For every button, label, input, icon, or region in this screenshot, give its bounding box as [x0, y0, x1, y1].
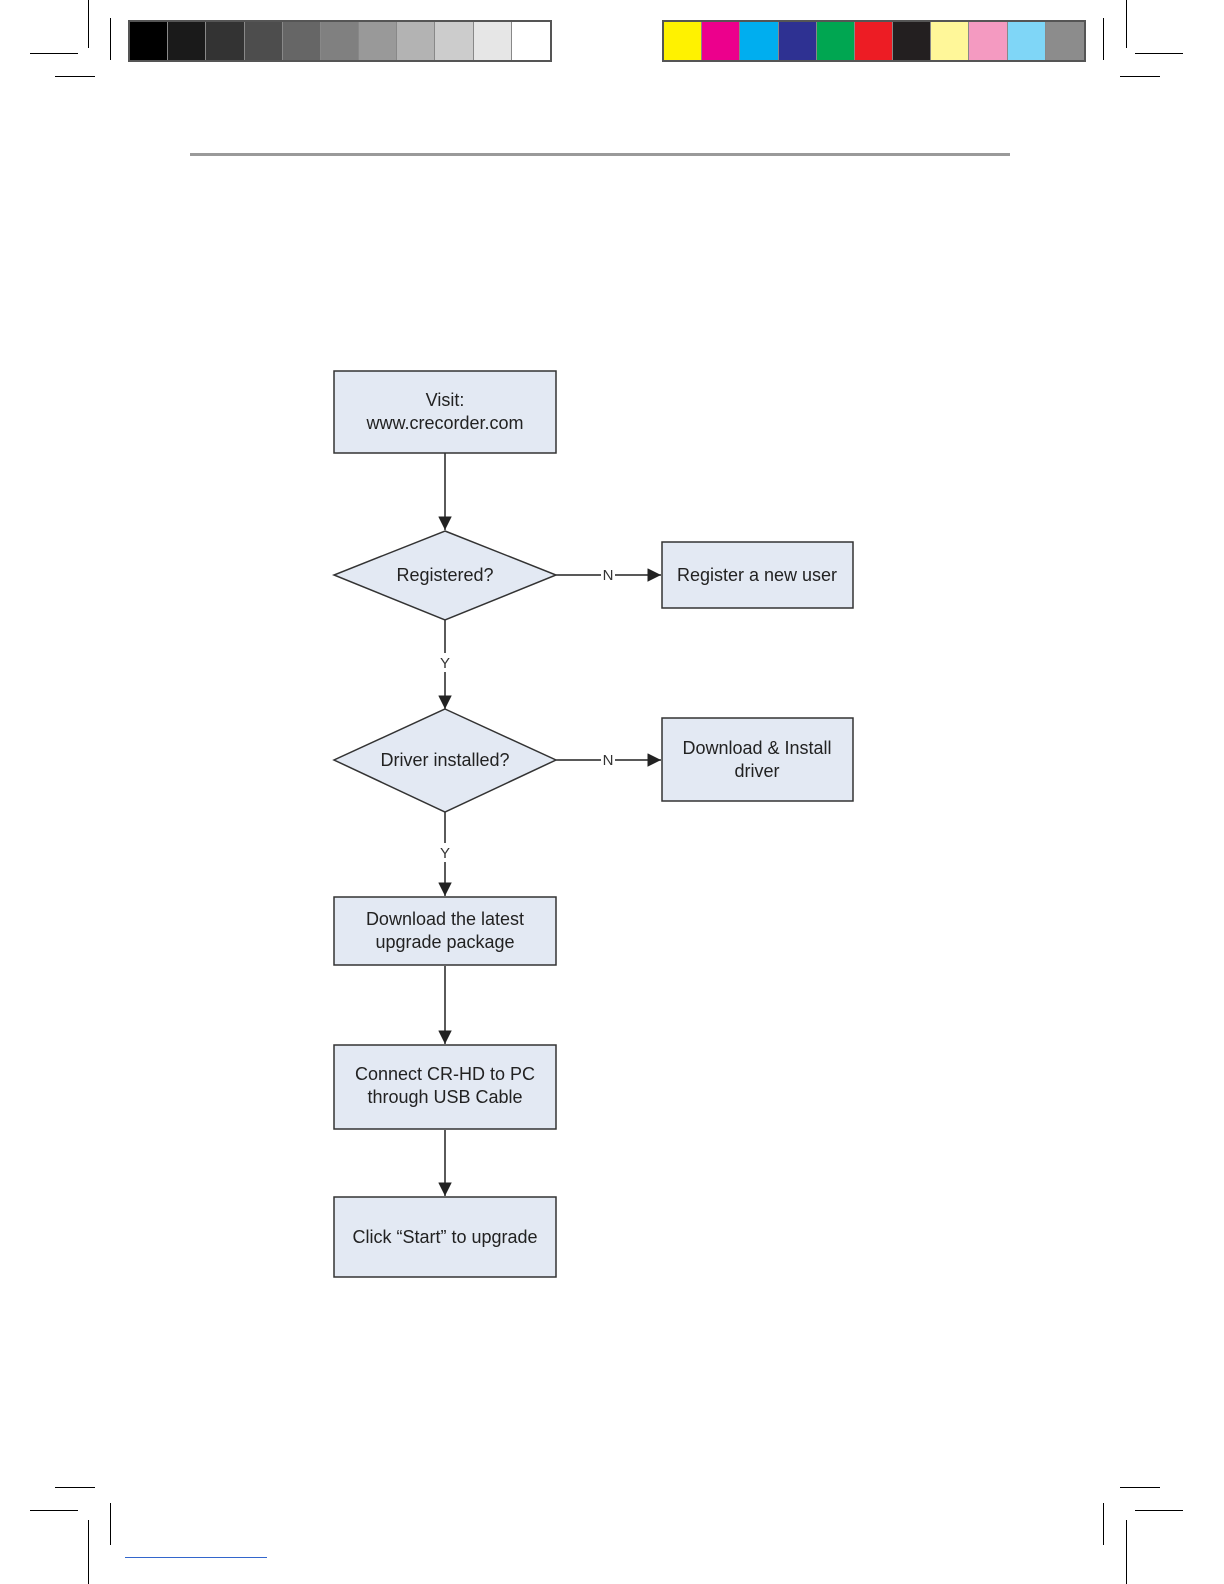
node-driver-installed-decision: Driver installed? — [334, 709, 556, 812]
node-start-label: Click “Start” to upgrade — [352, 1227, 537, 1247]
node-start: Click “Start” to upgrade — [334, 1197, 556, 1277]
node-download-package-line-1: Download the latest — [366, 909, 524, 929]
footer-link-underline — [125, 1557, 267, 1558]
node-visit: Visit: www.crecorder.com — [334, 371, 556, 453]
node-visit-line-1: Visit: — [426, 390, 465, 410]
node-registered-decision: Registered? — [334, 531, 556, 620]
node-download-driver-line-2: driver — [734, 761, 779, 781]
node-download-driver-line-1: Download & Install — [682, 738, 831, 758]
node-driver-installed-label: Driver installed? — [380, 750, 509, 770]
node-connect-line-2: through USB Cable — [367, 1087, 522, 1107]
node-download-package: Download the latest upgrade package — [334, 897, 556, 965]
node-register-new-user-label: Register a new user — [677, 565, 837, 585]
edge-label-registered-no: N — [603, 567, 614, 584]
node-download-package-line-2: upgrade package — [375, 932, 514, 952]
node-registered-label: Registered? — [396, 565, 493, 585]
node-connect-line-1: Connect CR-HD to PC — [355, 1064, 535, 1084]
node-register-new-user: Register a new user — [662, 542, 853, 608]
edge-label-driver-no: N — [603, 752, 614, 769]
node-connect: Connect CR-HD to PC through USB Cable — [334, 1045, 556, 1129]
edge-label-registered-yes: Y — [440, 655, 450, 672]
node-download-driver: Download & Install driver — [662, 718, 853, 801]
node-visit-line-2: www.crecorder.com — [365, 413, 523, 433]
edge-label-driver-yes: Y — [440, 845, 450, 862]
